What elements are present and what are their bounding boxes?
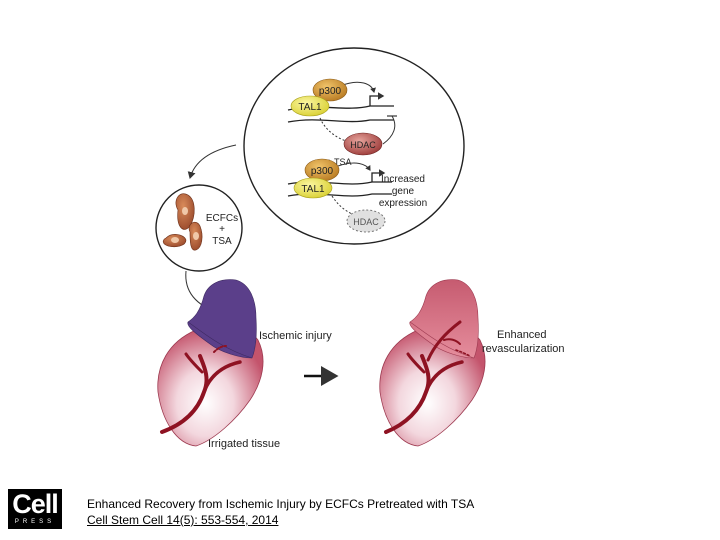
ecfcs-label-2: +: [219, 224, 225, 235]
footer: Cell PRESS Enhanced Recovery from Ischem…: [0, 487, 720, 532]
mechanism-circle: p300 TAL1 HDAC + TSA p300 TAL1 Increased…: [243, 47, 465, 245]
promoter-arrow-bottom: [371, 169, 386, 182]
increased-label-1: Increased: [381, 174, 425, 185]
p300-top-node: [312, 78, 348, 102]
arrow-mechanism-to-cells: [187, 144, 237, 179]
tal1-top-label: TAL1: [298, 102, 322, 113]
ischemic-tissue: [157, 279, 264, 447]
cell-icon: [175, 193, 195, 230]
hdac-bottom-node: [346, 209, 386, 233]
ecfcs-circle: ECFCs + TSA: [155, 184, 243, 272]
enhanced-label-2: revascularization: [482, 343, 565, 355]
logo-subtext: PRESS: [14, 519, 56, 525]
increased-label-2: gene: [392, 186, 415, 197]
ecfcs-label-1: ECFCs: [206, 213, 238, 224]
p300-bottom-label: p300: [311, 166, 334, 177]
tal1-bottom-node: [293, 177, 333, 199]
cell-icon: [162, 234, 187, 248]
ischemic-injury-label: Ischemic injury: [259, 330, 332, 342]
tal1-bottom-label: TAL1: [301, 184, 325, 195]
irrigated-tissue-label: Irrigated tissue: [208, 438, 280, 450]
promoter-arrow-top: [369, 92, 385, 106]
figure-title: Enhanced Recovery from Ischemic Injury b…: [87, 497, 475, 511]
revascularized-tissue: [379, 279, 486, 447]
tal1-top-node: [290, 95, 330, 117]
cell-icon: [188, 221, 203, 251]
plus-tsa-label: + TSA: [326, 157, 351, 167]
hdac-bottom-label: HDAC: [353, 217, 379, 227]
hdac-top-node: [343, 132, 383, 156]
p300-top-label: p300: [319, 86, 342, 97]
hdac-top-label: HDAC: [350, 140, 376, 150]
cell-press-logo: Cell PRESS: [8, 489, 62, 529]
logo-wordmark: Cell: [12, 489, 59, 519]
citation-link[interactable]: Cell Stem Cell 14(5): 553-554, 2014: [87, 513, 279, 527]
dna-strand-top-lower: [287, 119, 394, 123]
increased-label-3: expression: [379, 198, 427, 209]
ecfcs-label-3: TSA: [212, 236, 232, 247]
enhanced-label-1: Enhanced: [497, 329, 547, 341]
